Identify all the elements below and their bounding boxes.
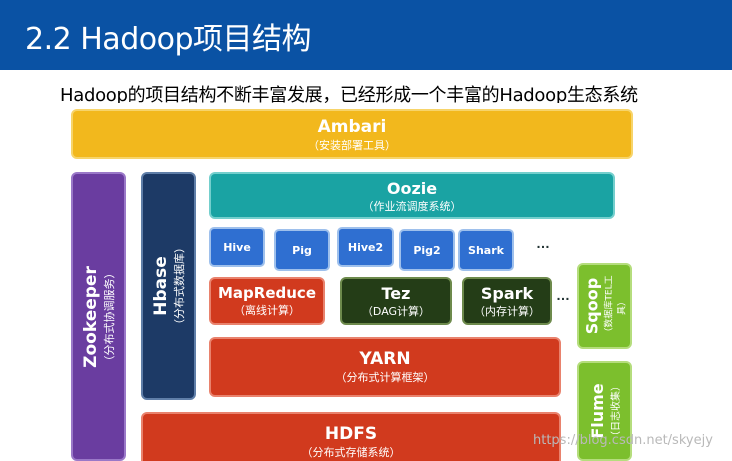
tools-more: … bbox=[536, 235, 551, 251]
tool-pig: Pig bbox=[274, 229, 330, 271]
yarn-block: YARN （分布式计算框架） bbox=[209, 337, 561, 397]
spark-name: Spark bbox=[480, 284, 534, 303]
hdfs-block: HDFS （分布式存储系统） bbox=[141, 412, 561, 461]
slide-title: 2.2 Hadoop项目结构 bbox=[25, 22, 311, 57]
spark-block: Spark （内存计算） bbox=[462, 277, 552, 325]
slide-header: 2.2 Hadoop项目结构 bbox=[0, 0, 732, 70]
oozie-name: Oozie bbox=[386, 179, 438, 198]
ambari-block: Ambari （安装部署工具） bbox=[71, 109, 633, 159]
zookeeper-block: Zookeeper （分布式协调服务） bbox=[71, 172, 126, 461]
flume-desc: （日志收集） bbox=[610, 381, 622, 441]
tez-desc: （DAG计算） bbox=[361, 305, 431, 318]
slide-subtitle: Hadoop的项目结构不断丰富发展，已经形成一个丰富的Hadoop生态系统 bbox=[60, 85, 638, 106]
flume-name: Flume bbox=[587, 383, 607, 439]
zookeeper-name: Zookeeper bbox=[80, 265, 101, 368]
ambari-name: Ambari bbox=[317, 117, 387, 137]
yarn-name: YARN bbox=[359, 349, 411, 369]
tool-shark: Shark bbox=[458, 229, 514, 271]
yarn-desc: （分布式计算框架） bbox=[335, 371, 435, 384]
mapreduce-name: MapReduce bbox=[218, 284, 316, 302]
hbase-name: Hbase bbox=[150, 256, 171, 316]
hbase-desc: （分布式数据库） bbox=[172, 242, 186, 330]
mapreduce-desc: （离线计算） bbox=[234, 304, 300, 317]
tool-hive2: Hive2 bbox=[337, 227, 394, 267]
spark-desc: （内存计算） bbox=[474, 305, 540, 318]
oozie-desc: （作业流调度系统） bbox=[362, 200, 462, 213]
hadoop-ecosystem-diagram: Ambari （安装部署工具） Zookeeper （分布式协调服务） Hbas… bbox=[62, 103, 642, 461]
mapreduce-block: MapReduce （离线计算） bbox=[209, 277, 325, 325]
ambari-desc: （安装部署工具） bbox=[308, 139, 396, 152]
hdfs-name: HDFS bbox=[324, 424, 378, 444]
oozie-block: Oozie （作业流调度系统） bbox=[209, 172, 615, 219]
tool-hive: Hive bbox=[209, 227, 265, 267]
sqoop-name: Sqoop bbox=[582, 277, 601, 335]
hdfs-desc: （分布式存储系统） bbox=[301, 446, 401, 459]
sqoop-desc: （数据库TEL工具） bbox=[604, 275, 627, 337]
tez-block: Tez （DAG计算） bbox=[340, 277, 452, 325]
tool-pig2: Pig2 bbox=[399, 229, 455, 271]
sqoop-block: Sqoop （数据库TEL工具） bbox=[577, 263, 632, 349]
hbase-block: Hbase （分布式数据库） bbox=[141, 172, 196, 400]
flume-block: Flume （日志收集） bbox=[577, 361, 632, 461]
watermark-url: https://blog.csdn.net/skyejy bbox=[533, 433, 713, 448]
zookeeper-desc: （分布式协调服务） bbox=[102, 267, 116, 366]
engines-more: … bbox=[556, 287, 571, 303]
tez-name: Tez bbox=[381, 284, 411, 303]
